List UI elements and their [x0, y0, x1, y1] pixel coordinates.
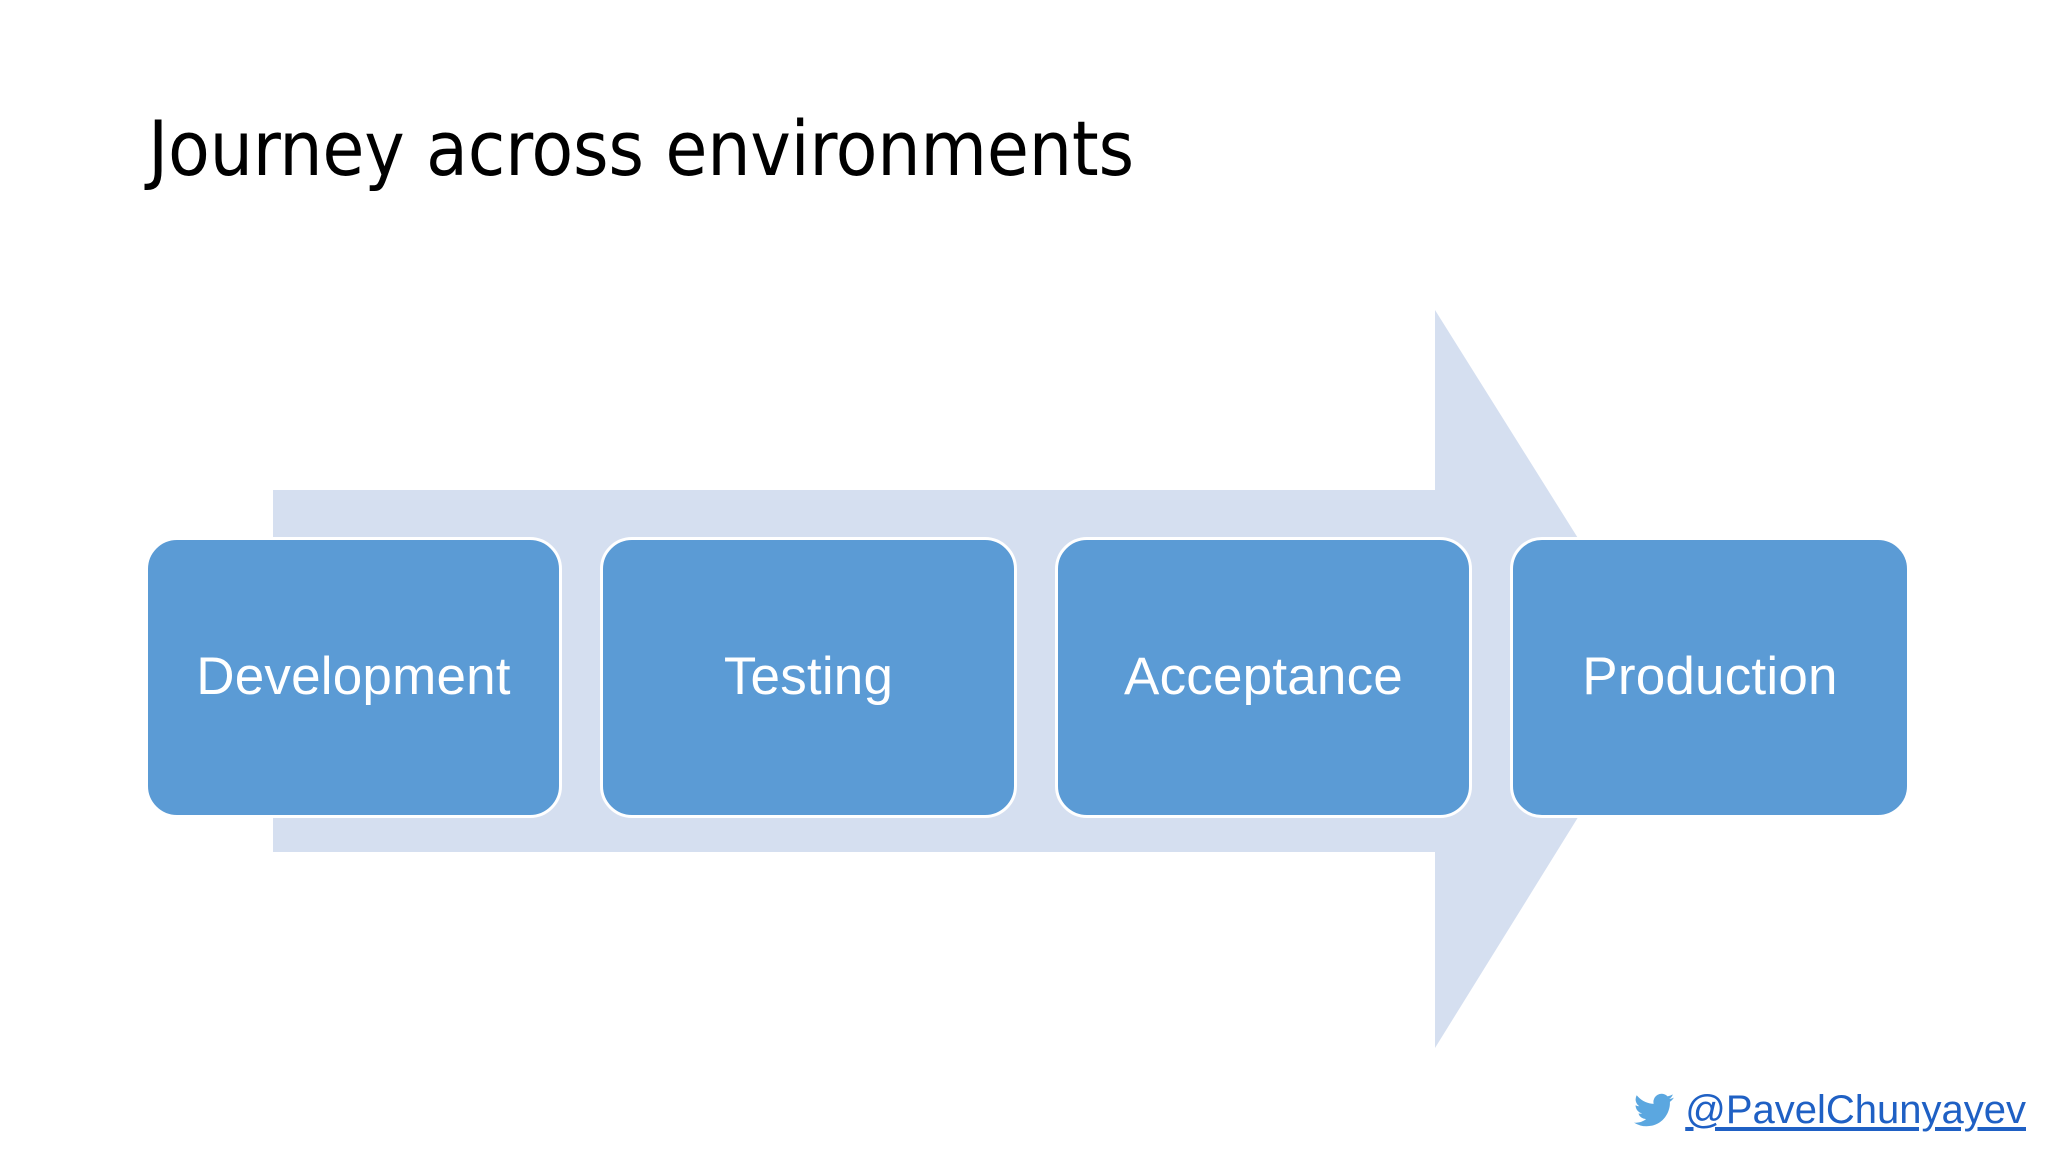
- stage-box-production[interactable]: Production: [1510, 537, 1910, 818]
- stage-label-acceptance: Acceptance: [1124, 647, 1403, 707]
- twitter-handle-link[interactable]: @PavelChunyayev: [1631, 1090, 2026, 1130]
- twitter-handle-text[interactable]: @PavelChunyayev: [1685, 1088, 2026, 1132]
- page-title: Journey across environments: [148, 104, 1134, 193]
- stage-box-acceptance[interactable]: Acceptance: [1055, 537, 1472, 818]
- twitter-bird-icon: [1634, 1093, 1675, 1127]
- stage-box-testing[interactable]: Testing: [600, 537, 1017, 818]
- stage-label-development: Development: [196, 647, 511, 707]
- stage-label-production: Production: [1582, 647, 1838, 707]
- stage-label-testing: Testing: [723, 647, 894, 707]
- stage-box-development[interactable]: Development: [145, 537, 562, 818]
